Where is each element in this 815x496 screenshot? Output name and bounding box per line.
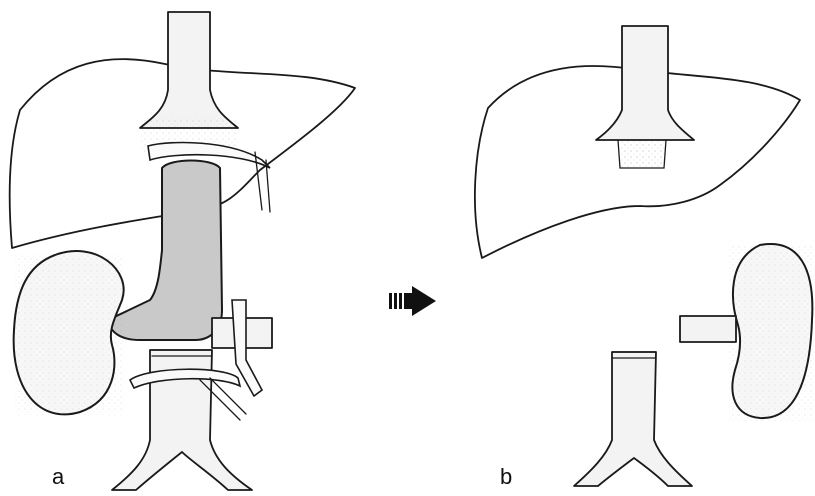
panel-a <box>10 12 355 490</box>
renal-vein-stump-b <box>680 316 736 342</box>
panel-label-a: a <box>52 466 64 488</box>
panel-label-b: b <box>500 466 512 488</box>
ivc-upper-stump-b <box>596 26 694 140</box>
panel-b <box>475 26 814 486</box>
tumor-thrombus-a <box>108 161 222 341</box>
ivc-upper-a <box>140 12 238 128</box>
ivc-lower-stump-b <box>574 352 692 486</box>
transition-arrow <box>389 286 436 316</box>
